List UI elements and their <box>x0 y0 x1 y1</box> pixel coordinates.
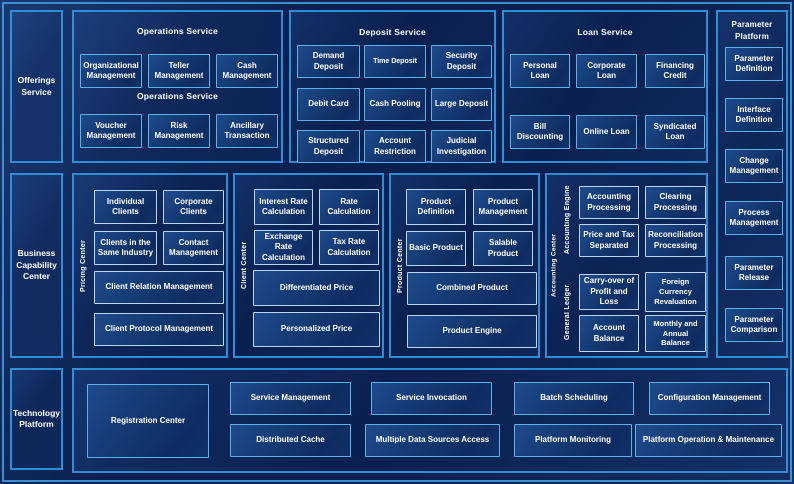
label-general-ledger: General Ledger <box>564 284 572 340</box>
box-tax-rate-calculation: Tax Rate Calculation <box>319 230 379 265</box>
box-service-management: Service Management <box>230 382 351 415</box>
box-ancillary-transaction: Ancillary Transaction <box>216 114 278 148</box>
box-debit-card: Debit Card <box>297 88 360 121</box>
box-cash-management: Cash Management <box>216 54 278 88</box>
box-parameter-comparison: Parameter Comparison <box>725 308 783 342</box>
box-personal-loan: Personal Loan <box>510 54 570 88</box>
box-clearing-processing: Clearing Processing <box>645 186 706 219</box>
box-bill-discounting: Bill Discounting <box>510 115 570 149</box>
box-financing-credit: Financing Credit <box>645 54 705 88</box>
box-change-management: Change Management <box>725 149 783 183</box>
operations-service-mid-label: Operations Service <box>136 91 219 101</box>
box-security-deposit: Security Deposit <box>431 45 492 78</box>
label-accounting-center: Accounting Center <box>550 233 558 298</box>
box-clients-same-industry: Clients in the Same Industry <box>94 231 157 265</box>
box-interface-definition: Interface Definition <box>725 98 783 132</box>
section-product-center: Product Center Product Definition Produc… <box>389 173 540 358</box>
box-platform-operation-maintenance: Platform Operation & Maintenance <box>635 424 782 457</box>
box-multiple-data-sources-access: Multiple Data Sources Access <box>365 424 500 457</box>
box-distributed-cache: Distributed Cache <box>230 424 351 457</box>
section-deposit-service: Deposit Service Demand Deposit Time Depo… <box>289 10 496 163</box>
rail-offerings-service: Offerings Service <box>10 10 63 163</box>
label-client-center: Client Center <box>241 241 249 290</box>
box-cash-pooling: Cash Pooling <box>364 88 426 121</box>
box-salable-product: Salable Product <box>473 231 533 266</box>
box-product-engine: Product Engine <box>407 315 537 348</box>
box-combined-product: Combined Product <box>407 272 537 305</box>
box-corporate-loan: Corporate Loan <box>576 54 637 88</box>
box-contact-management: Contact Management <box>163 231 224 265</box>
section-pricing-center: Pricing Center Individual Clients Corpor… <box>72 173 228 358</box>
box-personalized-price: Personalized Price <box>253 312 380 347</box>
box-time-deposit: Time Deposit <box>364 45 426 78</box>
box-service-invocation: Service Invocation <box>371 382 492 415</box>
box-demand-deposit: Demand Deposit <box>297 45 360 78</box>
box-account-restriction: Account Restriction <box>364 130 426 163</box>
box-interest-rate-calculation: Interest Rate Calculation <box>254 189 313 225</box>
box-exchange-rate-calculation: Exchange Rate Calculation <box>254 230 313 265</box>
box-monthly-annual-balance: Monthly and Annual Balance <box>645 315 706 352</box>
label-pricing-center: Pricing Center <box>80 239 88 292</box>
box-reconciliation-processing: Reconciliation Processing <box>645 224 706 257</box>
deposit-service-title: Deposit Service <box>359 27 426 37</box>
box-client-relation-management: Client Relation Management <box>94 271 224 304</box>
box-product-management: Product Management <box>473 189 533 225</box>
box-voucher-management: Voucher Management <box>80 114 142 148</box>
box-process-management: Process Management <box>725 201 783 235</box>
box-client-protocol-management: Client Protocol Management <box>94 313 224 346</box>
box-teller-management: Teller Management <box>148 54 210 88</box>
box-price-and-tax-separated: Price and Tax Separated <box>579 224 639 257</box>
section-accounting-center: Accounting Center Accounting Engine Gene… <box>545 173 708 358</box>
box-configuration-management: Configuration Management <box>649 382 770 415</box>
section-parameter-platform: Parameter Platform Parameter Definition … <box>716 10 788 358</box>
box-platform-monitoring: Platform Monitoring <box>514 424 632 457</box>
box-account-balance: Account Balance <box>579 315 639 352</box>
rail-business-capability-center: Business Capability Center <box>10 173 63 358</box>
box-corporate-clients: Corporate Clients <box>163 190 224 224</box>
box-large-deposit: Large Deposit <box>431 88 492 121</box>
box-product-definition: Product Definition <box>406 189 466 225</box>
box-differentiated-price: Differentiated Price <box>253 270 380 306</box>
box-individual-clients: Individual Clients <box>94 190 157 224</box>
box-organizational-management: Organizational Management <box>80 54 142 88</box>
box-parameter-release: Parameter Release <box>725 256 783 290</box>
parameter-platform-title: Parameter Platform <box>731 20 773 41</box>
box-foreign-currency-revaluation: Foreign Currency Revaluation <box>645 272 706 312</box>
box-judicial-investigation: Judicial Investigation <box>431 130 492 163</box>
box-registration-center: Registration Center <box>87 384 209 458</box>
box-parameter-definition: Parameter Definition <box>725 47 783 81</box>
label-accounting-engine: Accounting Engine <box>564 185 572 255</box>
box-basic-product: Basic Product <box>406 231 466 266</box>
loan-service-title: Loan Service <box>577 27 633 37</box>
box-structured-deposit: Structured Deposit <box>297 130 360 163</box>
box-accounting-processing: Accounting Processing <box>579 186 639 219</box>
box-batch-scheduling: Batch Scheduling <box>514 382 634 415</box>
box-carry-over-profit-loss: Carry-over of Profit and Loss <box>579 274 639 310</box>
rail-technology-platform: Technology Platform <box>10 368 63 470</box>
box-syndicated-loan: Syndicated Loan <box>645 115 705 149</box>
section-technology-platform: Registration Center Service Management S… <box>72 368 788 473</box>
box-rate-calculation: Rate Calculation <box>319 189 379 225</box>
box-online-loan: Online Loan <box>576 115 637 149</box>
operations-service-title: Operations Service <box>136 26 219 36</box>
section-operations-service: Operations Service Organizational Manage… <box>72 10 283 163</box>
section-loan-service: Loan Service Personal Loan Corporate Loa… <box>502 10 708 163</box>
section-client-center: Client Center Interest Rate Calculation … <box>233 173 384 358</box>
box-risk-management: Risk Management <box>148 114 210 148</box>
